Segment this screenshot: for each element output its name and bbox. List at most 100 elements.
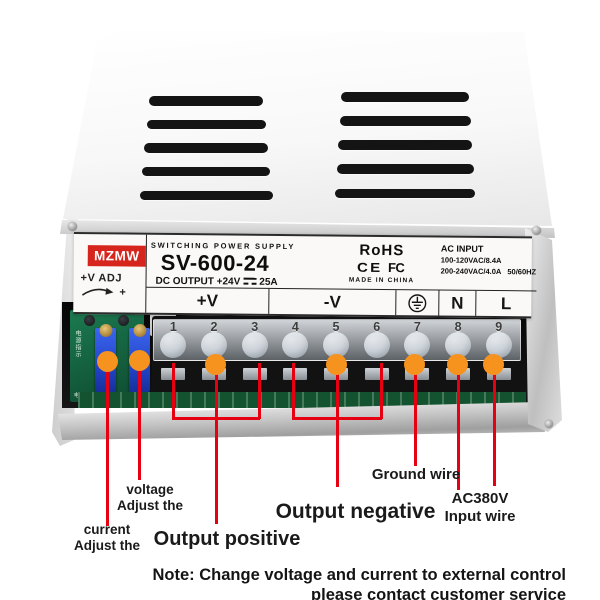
callout-line-terminal-5	[336, 363, 339, 487]
made-in-text: MADE IN CHINA	[348, 276, 415, 285]
terminal-clamp	[242, 368, 267, 380]
model-number: SV-600-24	[160, 249, 270, 276]
certification-block: RoHS CE FC MADE IN CHINA	[326, 236, 436, 289]
cert-marks-row: CE FC	[327, 259, 437, 275]
label-main-zone: SWITCHING POWER SUPPLY SV-600-24 DC OUTP…	[145, 234, 537, 317]
vadj-plus: +	[119, 285, 126, 299]
dc-output-text: DC OUTPUT +24V	[155, 275, 241, 288]
label-left-zone: MZMW +V ADJ +	[73, 234, 146, 313]
terminal-label-negative: -V	[269, 288, 397, 316]
ac-input-wire-line1: AC380V	[451, 490, 509, 507]
voltage-adjust-line2: Adjust the	[117, 497, 183, 513]
ce-mark-icon: CE	[357, 259, 383, 275]
case-top-face	[63, 30, 552, 226]
callout-bracket-output-positive	[172, 417, 260, 420]
ac-input-range2: 200-240VAC/4.0A	[440, 266, 502, 277]
callout-line-terminal-1	[172, 363, 175, 419]
callout-line-terminal-3	[258, 363, 261, 419]
note-text: Note: Change voltage and current to exte…	[120, 565, 566, 600]
terminal-number: 6	[373, 320, 381, 334]
vent-group-left	[138, 96, 274, 200]
brand-logo: MZMW	[87, 245, 146, 267]
case-screw	[532, 226, 541, 235]
pcb-silkscreen-vertical: 电源指示	[74, 330, 80, 358]
callout-marker-terminal-9	[483, 354, 504, 375]
output-positive-label: Output positive	[153, 528, 301, 550]
case-screw	[545, 420, 553, 428]
current-adjust-line1: current	[83, 522, 131, 537]
callout-marker-terminal-2	[205, 354, 226, 375]
callout-marker-current-pot	[97, 351, 118, 372]
callout-marker-terminal-5	[326, 354, 347, 375]
callout-marker-terminal-7	[404, 354, 425, 375]
vent-slot	[336, 164, 474, 174]
callout-bracket-output-negative	[292, 417, 382, 420]
terminal-number: 5	[332, 320, 340, 334]
terminal-clamp	[364, 368, 389, 380]
vadj-label: +V ADJ	[80, 272, 123, 285]
dc-symbol-icon	[243, 277, 257, 287]
vadj-arrow-row: +	[79, 285, 145, 299]
callout-line-terminal-8	[457, 363, 460, 490]
ac-input-title: AC INPUT	[440, 243, 484, 254]
callout-marker-terminal-8	[447, 354, 468, 375]
terminal-number: 3	[251, 320, 259, 334]
current-adjust-label: current Adjust the	[62, 522, 152, 554]
callout-line-terminal-2	[215, 363, 218, 524]
note-line2: please contact customer service	[311, 586, 566, 600]
rohs-mark: RoHS	[359, 241, 405, 260]
callout-line-terminal-6	[380, 363, 383, 419]
voltage-adjust-line1: voltage	[126, 482, 174, 497]
callout-line-terminal-9	[493, 363, 496, 486]
model-block: SWITCHING POWER SUPPLY SV-600-24 DC OUTP…	[146, 235, 326, 289]
dc-output-current: 25A	[259, 276, 278, 288]
case-screw	[68, 222, 77, 231]
ground-wire-label: Ground wire	[371, 466, 461, 483]
vent-slot	[335, 188, 475, 198]
terminal-number: 7	[413, 320, 421, 334]
voltage-adjust-label: voltage Adjust the	[105, 482, 195, 514]
vent-slot	[142, 166, 270, 177]
curved-arrow-icon	[81, 287, 114, 296]
output-negative-label: Output negative	[275, 500, 436, 523]
vent-slot	[339, 116, 471, 126]
terminal-label-row: +V -V N L	[146, 286, 536, 317]
label-top-row: SWITCHING POWER SUPPLY SV-600-24 DC OUTP…	[146, 235, 536, 291]
terminal-numbers-row: 1 2 3 4 5 6 7 8 9	[153, 320, 519, 334]
ac-input-line2: 200-240VAC/4.0A 50/60HZ	[441, 267, 537, 277]
terminal-number: 1	[169, 320, 177, 334]
spec-label: MZMW +V ADJ + SWITCHING POWER SUPPLY SV-…	[73, 232, 537, 319]
vent-slot	[139, 190, 273, 200]
terminal-number: 2	[210, 320, 218, 334]
vent-slot	[149, 96, 263, 106]
vent-slot	[146, 119, 266, 130]
fcc-mark-icon: FC	[387, 260, 405, 276]
terminal-number: 8	[454, 320, 462, 334]
vent-group-right	[330, 92, 480, 198]
terminal-label-neutral: N	[439, 290, 477, 316]
earth-ground-icon	[408, 293, 427, 312]
ac-input-wire-line2: Input wire	[444, 507, 516, 525]
potentiometer-screw	[133, 324, 146, 337]
terminal-number: 4	[291, 320, 299, 334]
ac-frequency: 50/60HZ	[507, 267, 537, 277]
callout-line-current-pot	[106, 366, 109, 526]
terminal-label-line: L	[500, 293, 512, 313]
ac-input-range1: 100-120VAC/8.4A	[440, 255, 502, 266]
potentiometer-screw	[99, 324, 112, 337]
callout-marker-voltage-pot	[129, 350, 150, 371]
terminal-label-ground	[396, 290, 440, 316]
terminal-clamp	[283, 368, 308, 380]
pcb-component	[118, 315, 129, 326]
vent-slot	[144, 143, 268, 153]
note-line1: Note: Change voltage and current to exte…	[152, 566, 566, 584]
callout-line-voltage-pot	[138, 364, 141, 480]
vent-slot	[341, 92, 469, 102]
ac-input-block: AC INPUT 100-120VAC/8.4A 200-240VAC/4.0A…	[436, 237, 537, 290]
current-adjust-line2: Adjust the	[74, 537, 140, 553]
terminal-label-positive: +V	[146, 287, 270, 314]
callout-line-ground	[414, 363, 417, 466]
terminal-number: 9	[495, 320, 503, 334]
vent-slot	[338, 140, 472, 150]
